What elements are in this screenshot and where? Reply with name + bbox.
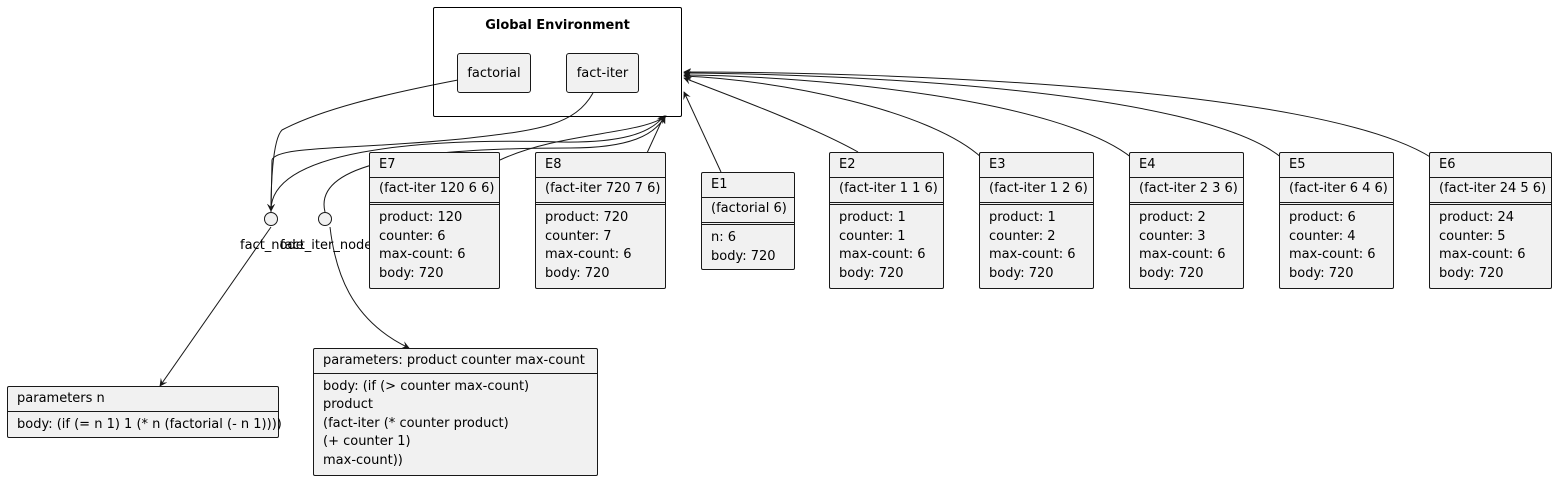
frame-call: (fact-iter 720 7 6) <box>536 178 665 205</box>
frame-var: counter: 1 <box>839 228 906 244</box>
procedure-factorial-header: parameters n <box>8 387 278 412</box>
frame-e8: E8 (fact-iter 720 7 6) product: 720 coun… <box>535 152 666 289</box>
frame-e2: E2 (fact-iter 1 1 6) product: 1 counter:… <box>829 152 944 289</box>
frame-var: n: 6 <box>711 230 737 245</box>
global-environment-title: Global Environment <box>485 18 630 33</box>
frame-call: (fact-iter 2 3 6) <box>1130 178 1243 205</box>
frame-var: product: 2 <box>1139 210 1206 225</box>
procedure-body-line: body: (if (= n 1) 1 (* n (factorial (- n… <box>17 416 282 432</box>
frame-call: (factorial 6) <box>702 198 794 225</box>
frame-var: max-count: 6 <box>545 247 632 262</box>
fact-node-label: fact_node <box>240 238 304 253</box>
procedure-body-line: product <box>323 397 374 412</box>
frame-var: body: 720 <box>1289 265 1354 281</box>
procedure-fact-iter: parameters: product counter max-count bo… <box>313 348 598 476</box>
frame-var: product: 6 <box>1289 210 1356 225</box>
frame-var: counter: 3 <box>1139 228 1206 244</box>
procedure-body-line: (+ counter 1) <box>323 434 411 449</box>
procedure-body-line: body: (if (> counter max-count) <box>323 378 530 394</box>
frame-var: max-count: 6 <box>839 247 926 262</box>
frame-e4: E4 (fact-iter 2 3 6) product: 2 counter:… <box>1129 152 1244 289</box>
frame-name: E4 <box>1130 153 1243 178</box>
frame-var: body: 720 <box>379 265 444 281</box>
frame-name: E2 <box>830 153 943 178</box>
frame-vars: product: 120 counter: 6 max-count: 6 bod… <box>370 205 499 285</box>
frame-var: counter: 4 <box>1289 228 1356 244</box>
frame-vars: product: 1 counter: 2 max-count: 6 body:… <box>980 205 1093 285</box>
frame-vars: product: 24 counter: 5 max-count: 6 body… <box>1430 205 1551 285</box>
frame-e1: E1 (factorial 6) n: 6 body: 720 <box>701 172 795 270</box>
frame-vars: product: 6 counter: 4 max-count: 6 body:… <box>1280 205 1393 285</box>
frame-var: product: 120 <box>379 210 463 225</box>
frame-e6: E6 (fact-iter 24 5 6) product: 24 counte… <box>1429 152 1552 289</box>
edge-e6-to-global <box>683 68 1433 159</box>
procedure-fact-iter-body: body: (if (> counter max-count) product … <box>314 374 597 473</box>
frame-var: counter: 2 <box>989 228 1056 244</box>
global-environment: Global Environment <box>433 7 682 117</box>
frame-var: product: 24 <box>1439 210 1515 225</box>
fact-node-circle <box>264 212 278 226</box>
procedure-factorial-body: body: (if (= n 1) 1 (* n (factorial (- n… <box>8 412 282 437</box>
edge-factiternode-to-global <box>323 115 666 213</box>
edge-factiternode-to-params <box>329 226 410 349</box>
edge-factnode-to-global <box>270 115 665 213</box>
fact-iter-node-circle <box>318 212 332 226</box>
frame-e7: E7 (fact-iter 120 6 6) product: 120 coun… <box>369 152 500 289</box>
edge-e4-to-global <box>683 71 1133 159</box>
frame-var: max-count: 6 <box>989 247 1076 262</box>
frame-e5: E5 (fact-iter 6 4 6) product: 6 counter:… <box>1279 152 1394 289</box>
frame-call: (fact-iter 6 4 6) <box>1280 178 1393 205</box>
frame-var: max-count: 6 <box>379 247 466 262</box>
frame-call: (fact-iter 1 1 6) <box>830 178 943 205</box>
frame-vars: n: 6 body: 720 <box>702 225 794 268</box>
frame-name: E7 <box>370 153 499 178</box>
frame-name: E6 <box>1430 153 1551 178</box>
frame-var: body: 720 <box>711 248 776 264</box>
procedure-fact-iter-header: parameters: product counter max-count <box>314 349 597 374</box>
edge-factnode-to-params <box>159 226 272 387</box>
frame-name: E8 <box>536 153 665 178</box>
edge-e1-to-global <box>683 91 722 173</box>
edge-e7-to-global <box>499 115 667 161</box>
edge-e3-to-global <box>683 72 983 159</box>
frame-name: E1 <box>702 173 794 198</box>
frame-var: max-count: 6 <box>1139 247 1226 262</box>
frame-var: product: 720 <box>545 210 629 225</box>
frame-var: body: 720 <box>839 265 904 281</box>
procedure-body-line: max-count)) <box>323 452 403 468</box>
binding-fact-iter: fact-iter <box>566 53 639 93</box>
frame-var: max-count: 6 <box>1439 247 1526 262</box>
frame-var: body: 720 <box>989 265 1054 281</box>
frame-call: (fact-iter 1 2 6) <box>980 178 1093 205</box>
frame-var: body: 720 <box>1139 265 1204 281</box>
frame-var: body: 720 <box>1439 265 1504 281</box>
edge-e2-to-global <box>683 76 859 153</box>
frame-vars: product: 1 counter: 1 max-count: 6 body:… <box>830 205 943 285</box>
frame-var: counter: 7 <box>545 228 612 244</box>
frame-var: product: 1 <box>989 210 1056 225</box>
edge-factiter-to-node <box>267 92 594 212</box>
frame-name: E5 <box>1280 153 1393 178</box>
frame-vars: product: 720 counter: 7 max-count: 6 bod… <box>536 205 665 285</box>
frame-name: E3 <box>980 153 1093 178</box>
procedure-body-line: (fact-iter (* counter product) <box>323 415 509 431</box>
frame-var: product: 1 <box>839 210 906 225</box>
frame-var: counter: 5 <box>1439 228 1506 244</box>
frame-e3: E3 (fact-iter 1 2 6) product: 1 counter:… <box>979 152 1094 289</box>
frame-call: (fact-iter 120 6 6) <box>370 178 499 205</box>
fact-iter-node-label: fact_iter_node <box>280 238 373 253</box>
frame-vars: product: 2 counter: 3 max-count: 6 body:… <box>1130 205 1243 285</box>
frame-var: body: 720 <box>545 265 610 281</box>
frame-var: counter: 6 <box>379 228 446 244</box>
edge-e5-to-global <box>683 69 1283 159</box>
frame-call: (fact-iter 24 5 6) <box>1430 178 1551 205</box>
binding-factorial: factorial <box>457 53 531 93</box>
procedure-factorial: parameters n body: (if (= n 1) 1 (* n (f… <box>7 386 282 438</box>
frame-var: max-count: 6 <box>1289 247 1376 262</box>
